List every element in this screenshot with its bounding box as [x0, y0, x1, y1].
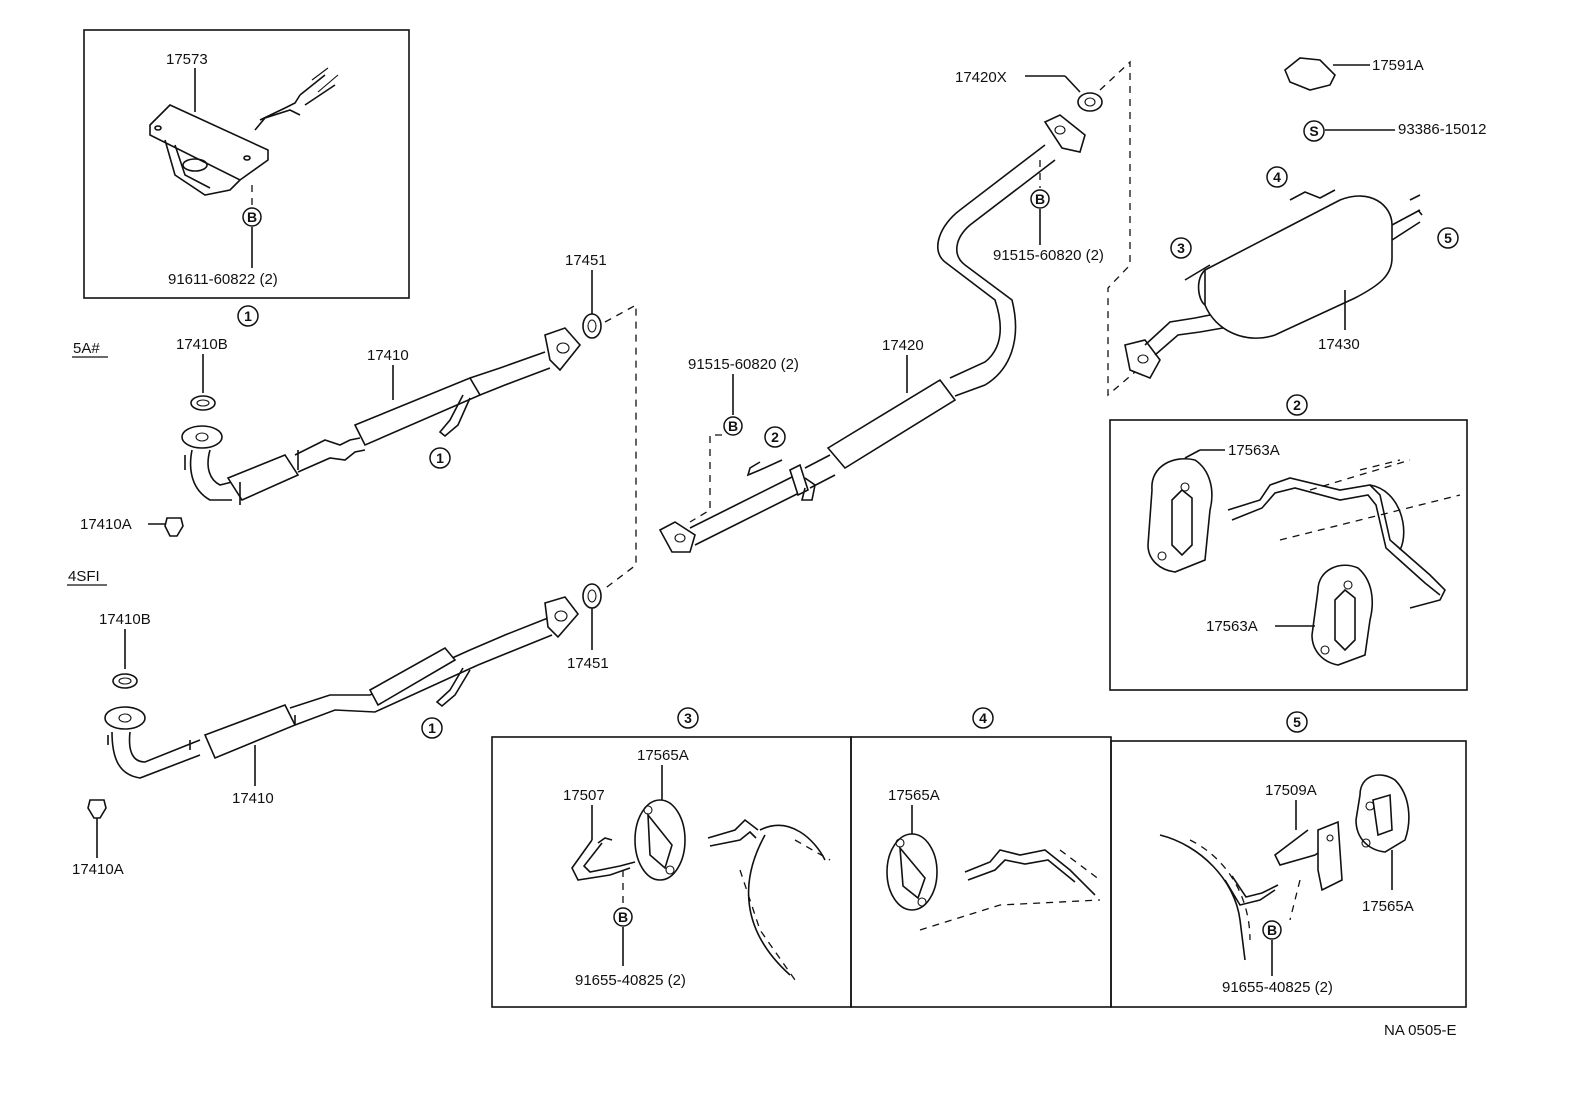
callout-b-top	[1030, 189, 1050, 209]
label-17451-bottom: 17451	[567, 655, 609, 672]
gasket-17451-top	[582, 313, 602, 339]
label-91655-40825-box5: 91655-40825 (2)	[1222, 979, 1333, 996]
label-17591A: 17591A	[1372, 57, 1424, 74]
callout-s-text: S	[1309, 123, 1318, 139]
detail-box-5	[1110, 740, 1467, 1008]
label-93386-15012: 93386-15012	[1398, 121, 1486, 138]
rubber-hanger-17565A-box5	[1355, 774, 1410, 853]
label-17565A-box5: 17565A	[1362, 898, 1414, 915]
label-17410-top: 17410	[367, 347, 409, 364]
label-17420: 17420	[882, 337, 924, 354]
callout-s	[1303, 120, 1325, 142]
rubber-hanger-stud	[254, 67, 339, 131]
callout-5-box-text: 5	[1293, 714, 1301, 730]
rubber-hanger-17563A-a	[1147, 458, 1213, 573]
callout-b-text: B	[247, 209, 257, 225]
detail-box-2: 17563A 17563A	[1109, 419, 1468, 691]
callout-1-top-pipe-text: 1	[436, 450, 444, 466]
label-17451-top: 17451	[565, 252, 607, 269]
engine-label-4sfi: 4SFI	[68, 568, 100, 585]
callout-3-box	[677, 707, 699, 729]
front-pipe-17410-5a	[181, 327, 582, 505]
gasket-17410B-top	[190, 395, 216, 411]
bracket-17507	[571, 837, 636, 881]
callout-2-box-text: 2	[1293, 397, 1301, 413]
nut-17410A-top	[164, 517, 184, 537]
callout-b-box5-text: B	[1267, 922, 1277, 938]
label-17410B-bottom: 17410B	[99, 611, 151, 628]
callout-b-box5	[1262, 920, 1282, 940]
callout-2-box	[1286, 394, 1308, 416]
gasket-17410B-bottom	[112, 673, 138, 689]
callout-b-top-text: B	[1035, 191, 1045, 207]
callout-1-box-text: 1	[244, 308, 252, 324]
callout-4-muffler	[1266, 166, 1288, 188]
callout-b-box3	[613, 907, 633, 927]
label-17430: 17430	[1318, 336, 1360, 353]
rubber-hanger-17565A-box3	[634, 799, 686, 881]
callout-2-pipe-text: 2	[771, 429, 779, 445]
callout-3-box-text: 3	[684, 710, 692, 726]
label-17420X: 17420X	[955, 69, 1007, 86]
callout-3-muffler	[1170, 237, 1192, 259]
callout-2-pipe	[764, 426, 786, 448]
bracket-17573	[149, 104, 269, 196]
tail-pipe-muffler-17430	[1124, 189, 1423, 380]
center-pipe-17420	[658, 114, 1086, 553]
rubber-hanger-17565A-box4	[886, 833, 938, 911]
label-17573: 17573	[166, 51, 208, 68]
gasket-17420X	[1077, 92, 1103, 112]
callout-4-box-text: 4	[979, 710, 987, 726]
callout-b-box1	[242, 207, 262, 227]
callout-5-muffler	[1437, 227, 1459, 249]
callout-b-mid-text: B	[728, 418, 738, 434]
label-17410B-top: 17410B	[176, 336, 228, 353]
callout-1-top-pipe	[429, 447, 451, 469]
callout-b-box3-text: B	[618, 909, 628, 925]
label-17563A-b: 17563A	[1206, 618, 1258, 635]
rubber-hanger-17563A-b	[1311, 564, 1374, 666]
label-17410-bottom: 17410	[232, 790, 274, 807]
label-17565A-box4: 17565A	[888, 787, 940, 804]
label-17507: 17507	[563, 787, 605, 804]
label-17410A-top: 17410A	[80, 516, 132, 533]
label-17565A-box3: 17565A	[637, 747, 689, 764]
callout-1-bottom-pipe	[421, 717, 443, 739]
callout-1-bottom-pipe-text: 1	[428, 720, 436, 736]
diagram-code: NA 0505-E	[1384, 1022, 1457, 1039]
label-17563A-a: 17563A	[1228, 442, 1280, 459]
label-91515-60820-mid: 91515-60820 (2)	[688, 356, 799, 373]
pipe-section-box3	[707, 818, 831, 981]
label-91655-40825-box3: 91655-40825 (2)	[575, 972, 686, 989]
nut-17410A-bottom	[87, 799, 107, 819]
callout-5-box	[1286, 711, 1308, 733]
detail-box-1: B 17573 91611-60822 (2)	[83, 29, 410, 299]
callout-4-box	[972, 707, 994, 729]
label-17509A: 17509A	[1265, 782, 1317, 799]
callout-4-muffler-text: 4	[1273, 169, 1281, 185]
callout-5-muffler-text: 5	[1444, 230, 1452, 246]
gasket-17451-bottom	[582, 583, 602, 609]
engine-label-5a: 5A#	[73, 340, 100, 357]
label-17410A-bottom: 17410A	[72, 861, 124, 878]
callout-b-mid	[723, 416, 743, 436]
callout-3-muffler-text: 3	[1177, 240, 1185, 256]
pipe-section-box4	[919, 849, 1101, 931]
bracket-17509A	[1273, 820, 1343, 892]
pipe-section-box5	[1159, 834, 1279, 961]
label-91515-60820-top: 91515-60820 (2)	[993, 247, 1104, 264]
bracket-17591A	[1284, 57, 1336, 91]
label-91611-60822: 91611-60822 (2)	[168, 271, 278, 288]
callout-1-box	[237, 305, 259, 327]
front-pipe-17410-4sfi	[104, 596, 580, 779]
